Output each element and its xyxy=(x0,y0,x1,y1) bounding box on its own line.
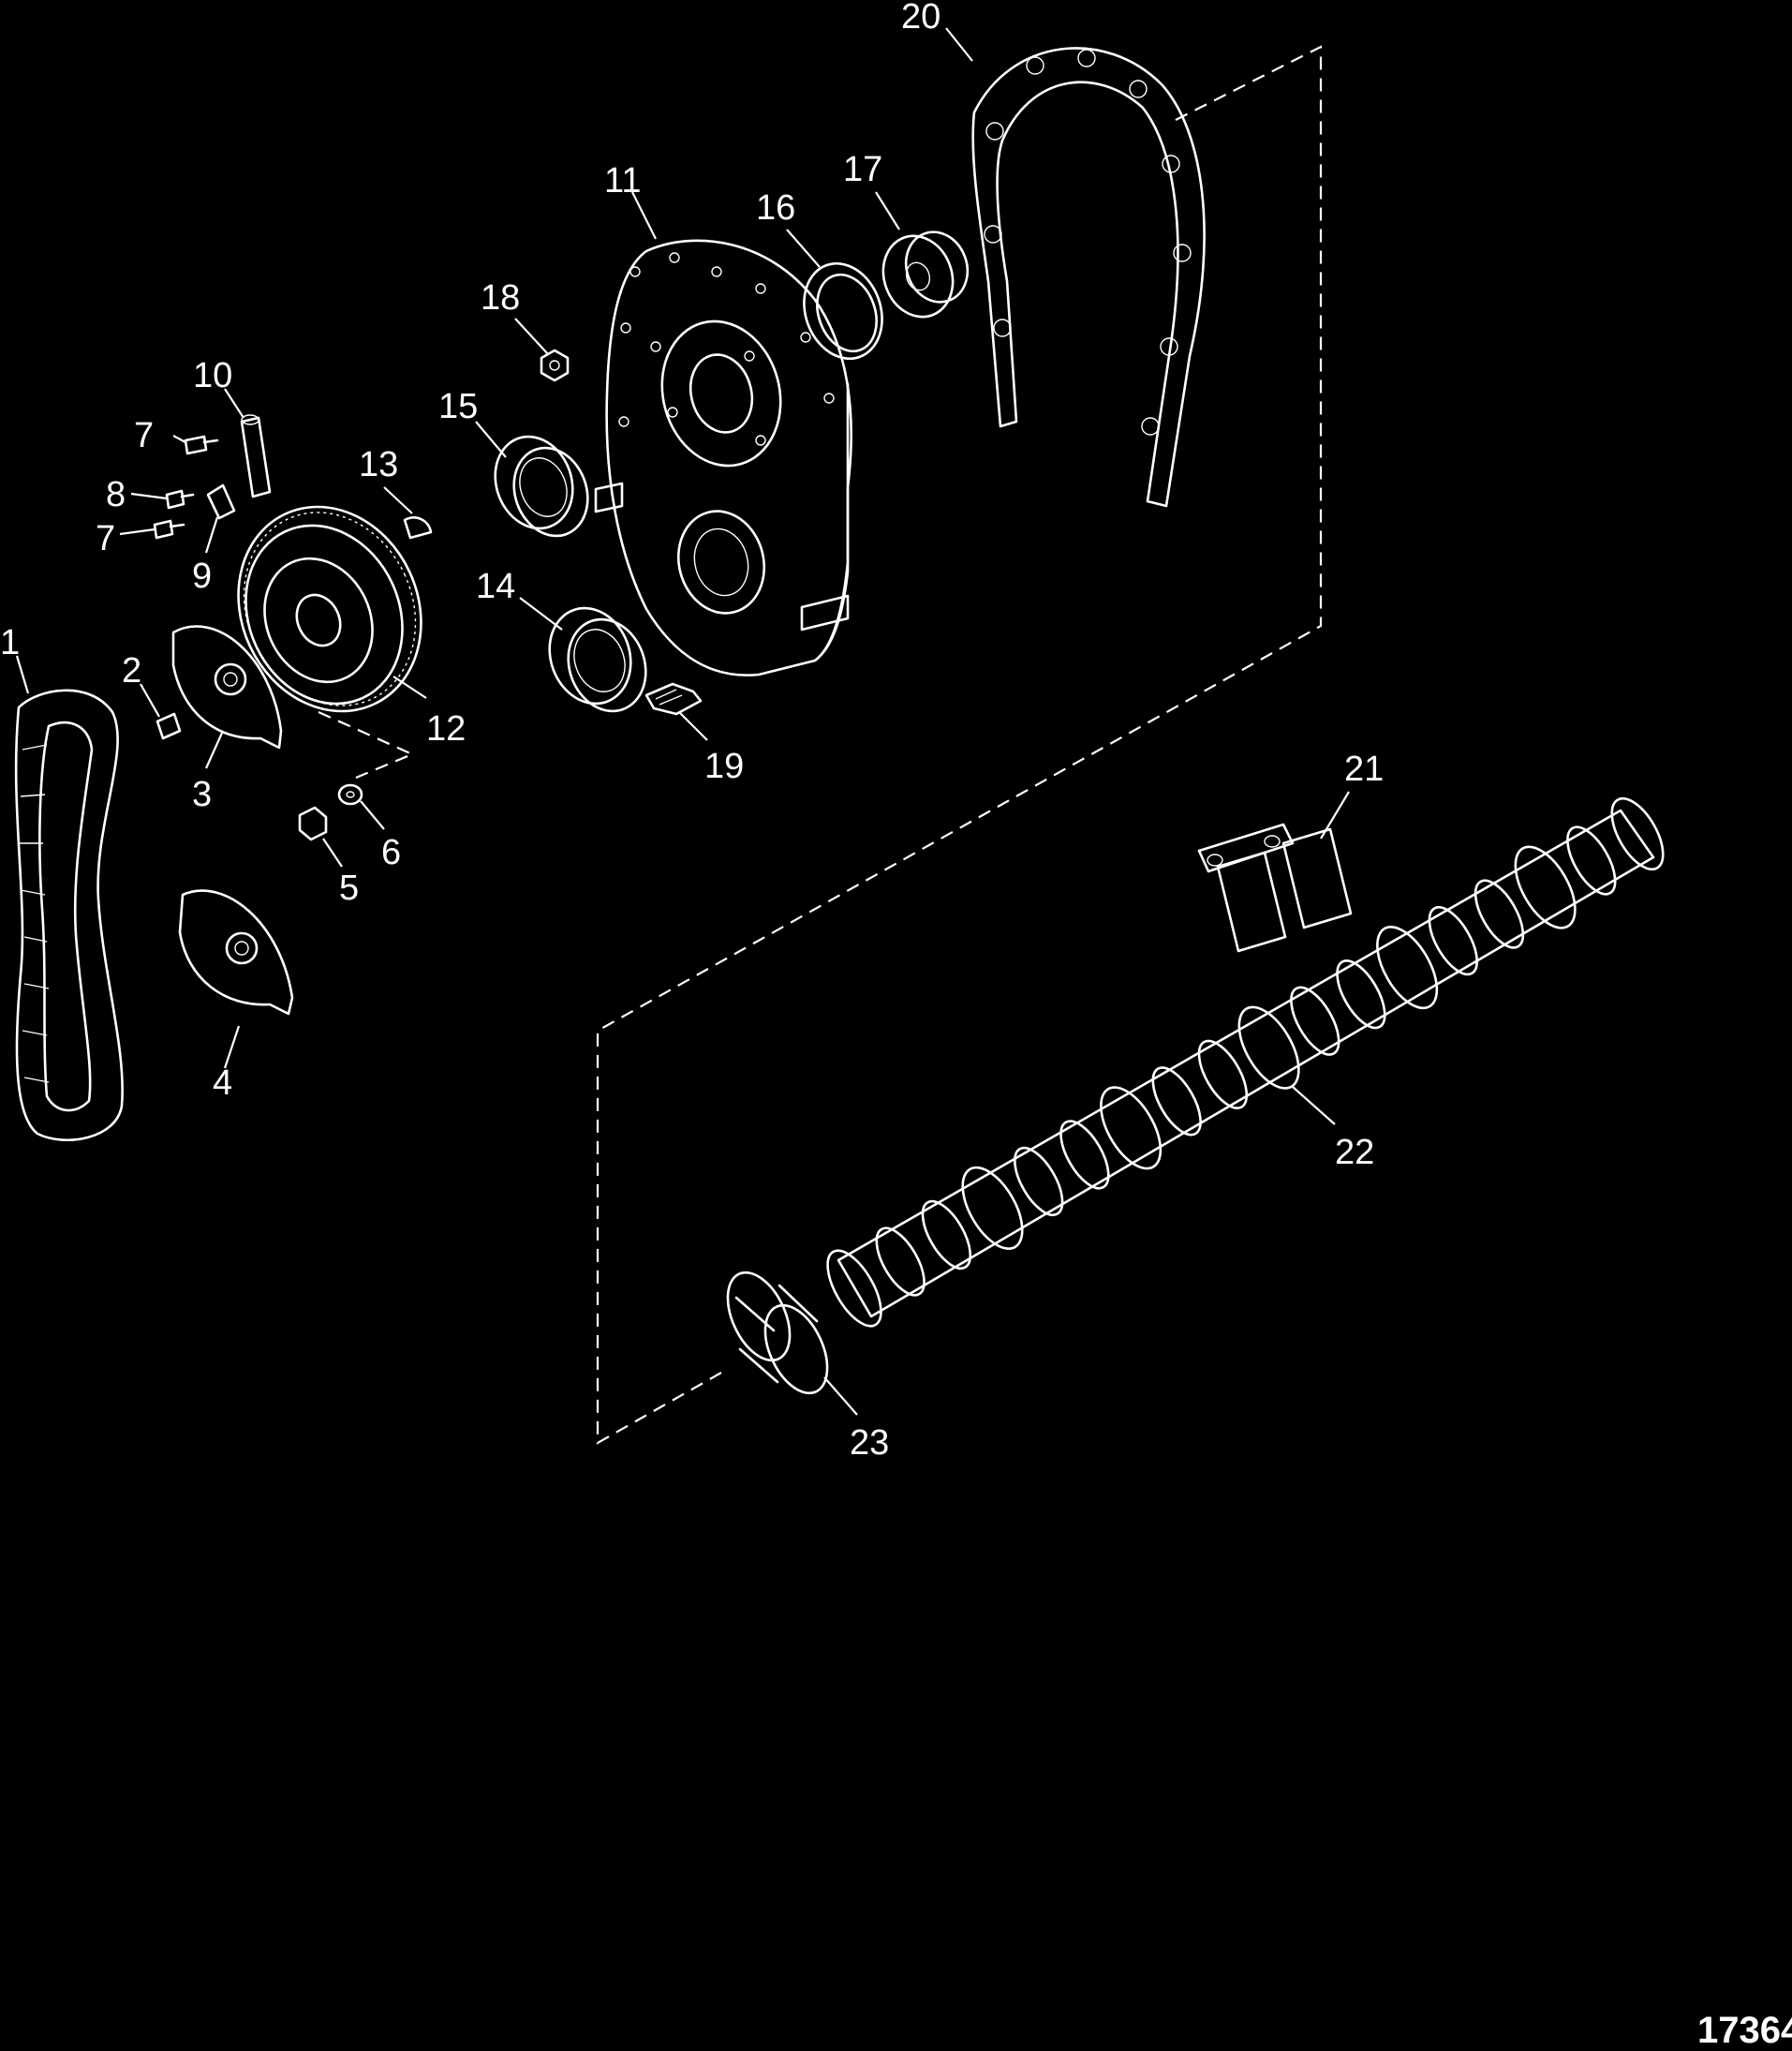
callout-7-lower: 7 xyxy=(96,519,115,558)
callout-4: 4 xyxy=(213,1063,232,1103)
callout-2: 2 xyxy=(122,651,141,691)
part-16-o-ring xyxy=(803,261,883,361)
callout-23: 23 xyxy=(850,1423,889,1463)
part-5-nut xyxy=(298,806,328,841)
callout-21: 21 xyxy=(1344,750,1384,789)
cam-lobe xyxy=(1237,1005,1300,1090)
part-11-timing-cover xyxy=(594,239,852,676)
cam-lobe xyxy=(1336,959,1386,1030)
cam-lobe xyxy=(1428,906,1478,976)
part-19-bolt xyxy=(644,682,703,716)
part-14-seal xyxy=(548,606,647,713)
figure-number: 17364 xyxy=(1697,2010,1792,2051)
callout-3: 3 xyxy=(192,775,212,814)
callout-7-upper: 7 xyxy=(134,416,154,455)
part-7-bolt-upper xyxy=(184,435,219,455)
part-3-crank-disc xyxy=(171,625,283,750)
part-17-bushing xyxy=(881,230,970,319)
callout-11: 11 xyxy=(604,161,641,201)
callout-22: 22 xyxy=(1335,1133,1374,1172)
callout-16: 16 xyxy=(756,188,795,228)
cam-lobe xyxy=(1100,1086,1163,1170)
part-13-key xyxy=(403,516,433,540)
callout-8: 8 xyxy=(106,475,126,514)
callout-labels: 1 2 3 4 5 6 7 7 8 9 10 11 12 13 14 15 16… xyxy=(0,0,1384,1463)
callout-9: 9 xyxy=(192,557,212,596)
part-4-crank-disc xyxy=(178,889,294,1016)
leader-lines xyxy=(15,27,1350,1416)
cam-lobe xyxy=(1059,1120,1110,1190)
callout-13: 13 xyxy=(359,445,398,484)
callout-19: 19 xyxy=(704,747,744,786)
cam-lobe xyxy=(1290,986,1340,1056)
cam-lobe xyxy=(1151,1066,1202,1137)
callout-18: 18 xyxy=(481,278,520,318)
part-22-camshaft xyxy=(826,796,1665,1328)
callout-14: 14 xyxy=(476,567,515,606)
part-23-cam-bearing xyxy=(726,1271,829,1395)
callout-5: 5 xyxy=(339,869,359,908)
cam-lobe xyxy=(1014,1146,1064,1216)
part-18-nut xyxy=(540,349,570,382)
cam-lobe xyxy=(1514,845,1577,929)
part-8-bolt xyxy=(165,489,195,510)
part-15-seal xyxy=(494,435,589,538)
part-9-bracket xyxy=(206,483,236,520)
cam-lobe xyxy=(1376,926,1439,1010)
part-2-pin xyxy=(156,712,182,740)
part-20-gasket xyxy=(971,47,1206,508)
part-10-spacer xyxy=(240,414,272,498)
part-12-timing-sprocket xyxy=(237,505,422,713)
cam-lobe xyxy=(1566,825,1617,896)
cam-lobe xyxy=(961,1166,1024,1250)
part-7-bolt-lower xyxy=(153,519,185,540)
cam-lobe xyxy=(921,1199,972,1270)
cam-lobe xyxy=(875,1226,926,1297)
callout-6: 6 xyxy=(381,833,401,872)
callout-1: 1 xyxy=(0,623,20,662)
callout-17: 17 xyxy=(843,150,882,189)
part-1-timing-belt xyxy=(14,689,124,1141)
callout-12: 12 xyxy=(426,709,466,749)
callout-15: 15 xyxy=(438,387,478,426)
assembly-guide-lines xyxy=(318,45,1323,1445)
callout-10: 10 xyxy=(193,356,232,395)
cam-lobe xyxy=(1474,879,1525,949)
part-21-lifters xyxy=(1197,823,1353,953)
callout-20: 20 xyxy=(901,0,940,37)
cam-lobe xyxy=(1197,1039,1249,1109)
part-6-washer xyxy=(337,783,363,806)
